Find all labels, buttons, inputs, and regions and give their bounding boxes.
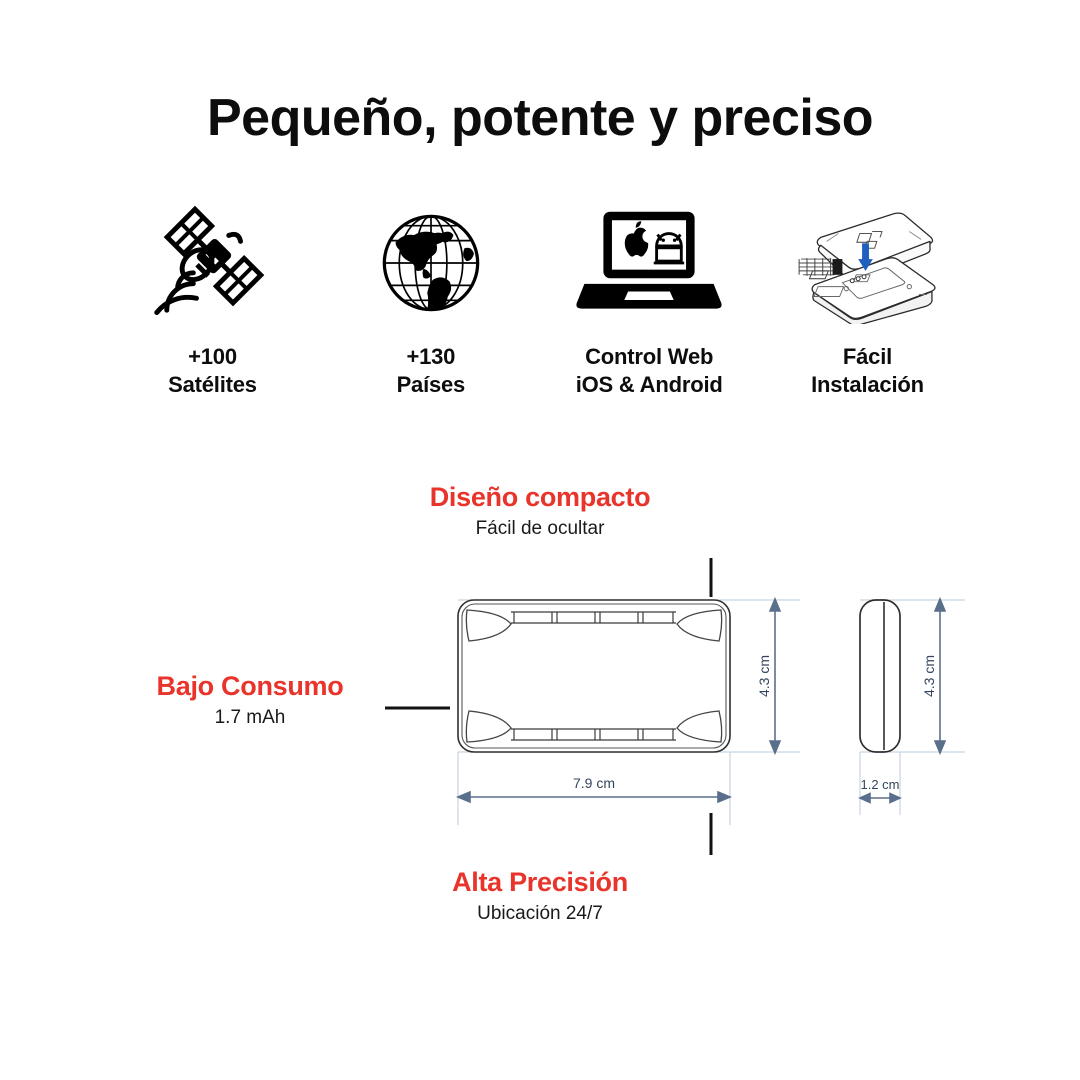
page-title: Pequeño, potente y preciso: [206, 89, 874, 147]
feature-easy-install-label: Fácil Instalación: [811, 343, 924, 399]
dim-side-height-label: 4.3 cm: [921, 655, 937, 697]
feature-control-web-line1: Control Web: [585, 344, 714, 369]
product-technical-drawing: 4.3 cm 7.9 cm 4.3 cm 1.2 cm: [0, 455, 1080, 955]
callout-design: Diseño compacto Fácil de ocultar: [0, 482, 1080, 540]
callout-power-title: Bajo Consumo: [156, 671, 344, 701]
callout-power-subtitle: 1.7 mAh: [214, 706, 286, 728]
feature-countries-line1: +130: [406, 344, 456, 369]
feature-countries-line2: Países: [396, 372, 466, 398]
laptop-devices-icon: [573, 200, 725, 325]
feature-easy-install-line1: Fácil: [842, 344, 893, 369]
globe-icon: [375, 200, 487, 325]
dim-side-width-label: 1.2 cm: [860, 777, 899, 792]
callout-design-subtitle: Fácil de ocultar: [475, 517, 605, 539]
satellite-icon: [153, 200, 272, 325]
feature-satellites: +100 Satélites: [105, 200, 320, 399]
feature-control-web-label: Control Web iOS & Android: [576, 343, 723, 399]
feature-easy-install: Fácil Instalación: [760, 200, 975, 399]
feature-countries-label: +130 Países: [397, 343, 466, 399]
dim-front-width-label: 7.9 cm: [573, 775, 615, 791]
feature-satellites-line2: Satélites: [168, 372, 257, 398]
callout-precision: Alta Precisión Ubicación 24/7: [0, 867, 1080, 925]
callout-design-title: Diseño compacto: [429, 482, 651, 512]
feature-control-web-line2: iOS & Android: [575, 372, 723, 398]
feature-control-web: Control Web iOS & Android: [542, 200, 757, 399]
feature-satellites-line1: +100: [188, 344, 237, 369]
device-exploded-install-icon: [783, 200, 951, 325]
callout-precision-title: Alta Precisión: [452, 867, 628, 897]
feature-satellites-label: +100 Satélites: [168, 343, 257, 399]
feature-countries: +130 Países: [323, 200, 538, 399]
feature-list: +100 Satélites: [105, 200, 975, 399]
feature-easy-install-line2: Instalación: [811, 372, 924, 398]
callout-power: Bajo Consumo 1.7 mAh: [60, 671, 440, 729]
callout-precision-subtitle: Ubicación 24/7: [477, 902, 603, 924]
dim-front-height-label: 4.3 cm: [756, 655, 772, 697]
